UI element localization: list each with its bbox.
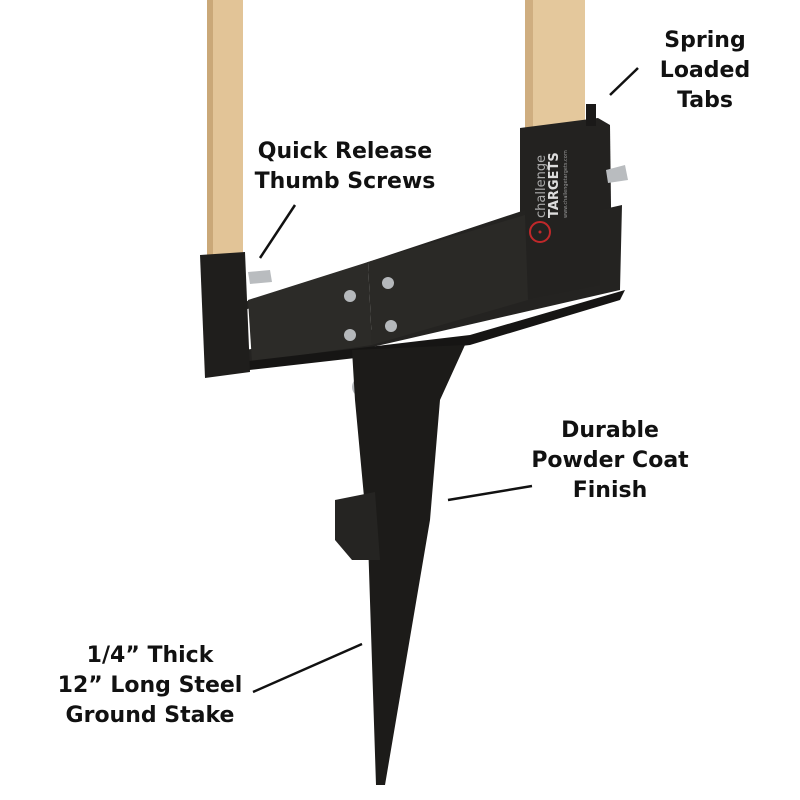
logo-ring-icon [529, 221, 551, 243]
logo-url: www.challengetargets.com [563, 150, 569, 218]
ground-stake [352, 345, 465, 785]
left-sleeve [200, 252, 250, 378]
thumb-screw-left [248, 270, 272, 284]
leader-lines [252, 67, 639, 694]
logo-line2: TARGETS [547, 152, 562, 218]
stake-hook [335, 492, 380, 560]
spring-tab [586, 104, 596, 126]
thumb-screw-right [606, 165, 628, 183]
right-wood-post [525, 0, 585, 135]
logo-line1: challenge [534, 155, 549, 218]
right-sleeve [520, 118, 612, 300]
logo: challenge TARGETS www.challengetargets.c… [529, 150, 569, 243]
